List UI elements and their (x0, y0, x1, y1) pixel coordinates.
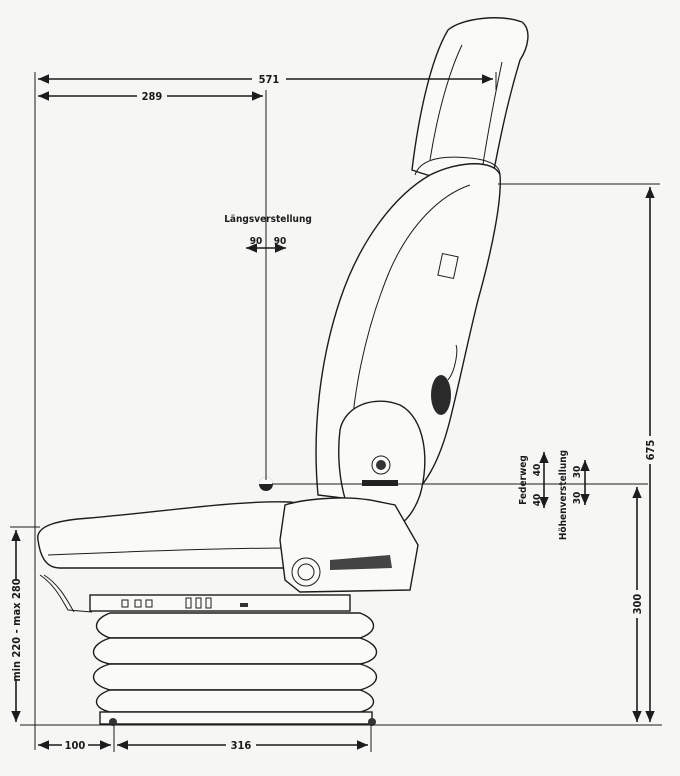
label-laengs-right: 90 (274, 236, 287, 247)
dim-height-range: min 220 - max 280 (10, 578, 23, 681)
label-federweg-a: 40 (532, 494, 543, 507)
dim-total-depth: 571 (259, 73, 280, 86)
label-hoehen-b: 30 (572, 466, 583, 479)
dim-seat-height: 300 (631, 594, 644, 615)
dim-front-offset: 100 (65, 739, 86, 752)
dim-back-height: 675 (644, 440, 657, 461)
suspension-bellows (92, 612, 378, 726)
label-federweg-b: 40 (532, 464, 543, 477)
label-federweg: Federweg (518, 455, 529, 505)
label-hoehen-a: 30 (572, 492, 583, 505)
dimension-lines (9, 72, 662, 752)
dim-front-to-pivot: 289 (142, 90, 163, 103)
dim-base-width: 316 (231, 739, 252, 752)
seat-illustration (37, 17, 529, 726)
label-laengs-left: 90 (250, 236, 263, 247)
label-laengsverstellung: Längsverstellung (224, 214, 312, 225)
label-hoehenverstellung: Höhenverstellung (558, 450, 569, 540)
